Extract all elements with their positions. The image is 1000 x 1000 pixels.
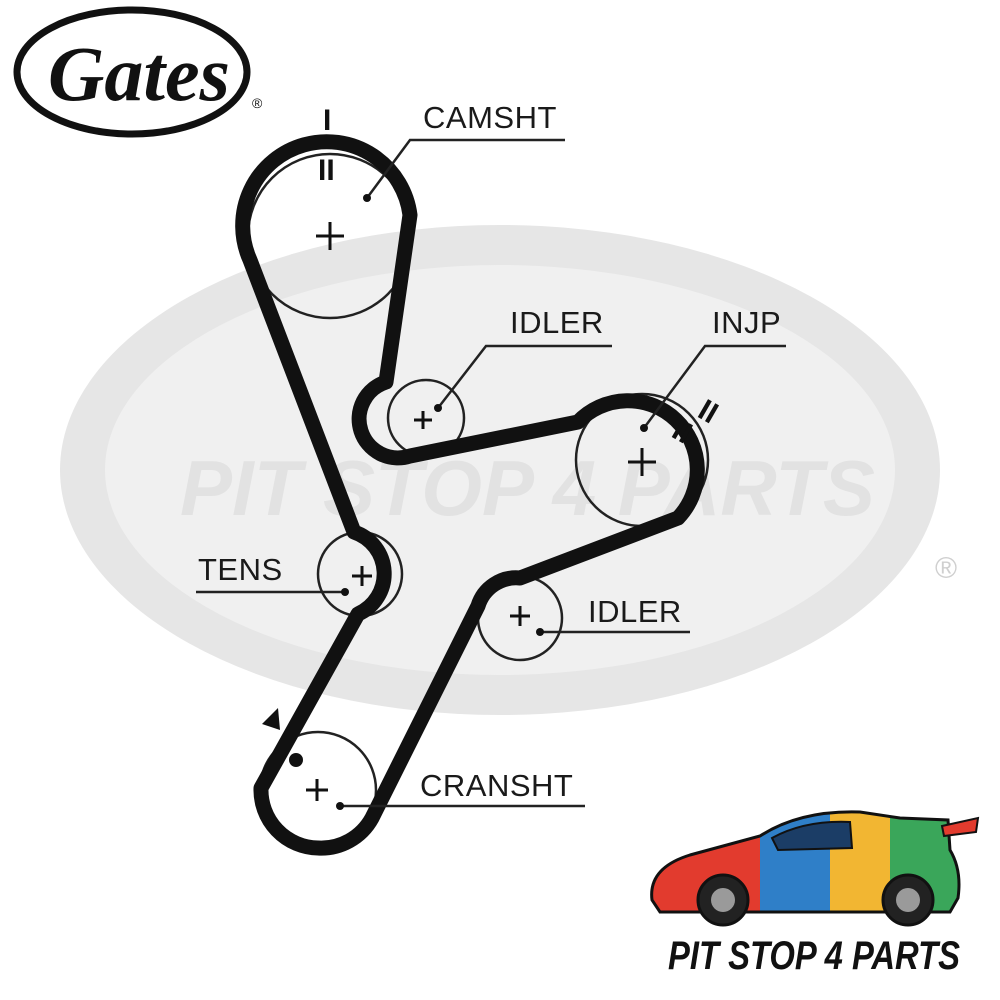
injp-leader xyxy=(642,344,786,429)
car-yellow-panel xyxy=(830,811,890,912)
idler-upper-center-icon xyxy=(414,411,432,429)
car-spoiler-icon xyxy=(940,816,980,838)
crankshaft-center-icon xyxy=(306,779,328,801)
idler-lower-label: IDLER xyxy=(588,594,682,629)
car-window-icon xyxy=(770,820,854,852)
dealer-name: PIT STOP 4 PARTS xyxy=(668,934,960,978)
idler-upper-leader xyxy=(437,344,612,409)
idler-lower-leader-dot xyxy=(536,628,544,636)
idler-lower-center-icon xyxy=(510,606,530,626)
car-rear-hub-icon xyxy=(896,888,920,912)
car-outline xyxy=(650,810,961,914)
timing-belt xyxy=(235,134,705,856)
logo-registered-mark: ® xyxy=(252,95,263,111)
leader-lines xyxy=(196,138,786,808)
background-oval-inner xyxy=(105,265,895,675)
crank-dot-mark xyxy=(289,753,303,767)
cam-inner-mark: II xyxy=(318,154,335,187)
gates-logo: Gates ® xyxy=(13,6,263,138)
background-registered-mark: ® xyxy=(935,552,957,585)
injection-pump-label: INJP xyxy=(712,305,781,340)
camshaft-leader xyxy=(365,138,565,199)
injp-leader-dot xyxy=(640,424,648,432)
pulley-centers xyxy=(306,222,656,801)
idler-upper-label: IDLER xyxy=(510,305,604,340)
logo-oval xyxy=(13,6,251,138)
tensioner-leader-dot xyxy=(341,588,349,596)
tensioner-center-icon xyxy=(352,566,372,586)
crankshaft-label: CRANSHT xyxy=(420,768,573,803)
cam-top-mark: I xyxy=(323,104,331,137)
leader-dots xyxy=(336,194,648,810)
car-blue-panel xyxy=(760,811,830,912)
camshaft-center-icon xyxy=(316,222,344,250)
crankshaft-leader-dot xyxy=(336,802,344,810)
camshaft-leader-dot xyxy=(363,194,371,202)
dealer-logo: PIT STOP 4 PARTS xyxy=(650,810,980,978)
crank-arrow-mark xyxy=(262,708,280,730)
idler-upper-leader-dot xyxy=(434,404,442,412)
logo-wordmark: Gates xyxy=(48,30,230,117)
car-front-hub-icon xyxy=(711,888,735,912)
injp-center-icon xyxy=(628,448,656,476)
watermark-text: PIT STOP 4 PARTS xyxy=(180,444,875,532)
tensioner-label: TENS xyxy=(198,552,283,587)
camshaft-label: CAMSHT xyxy=(423,100,557,135)
